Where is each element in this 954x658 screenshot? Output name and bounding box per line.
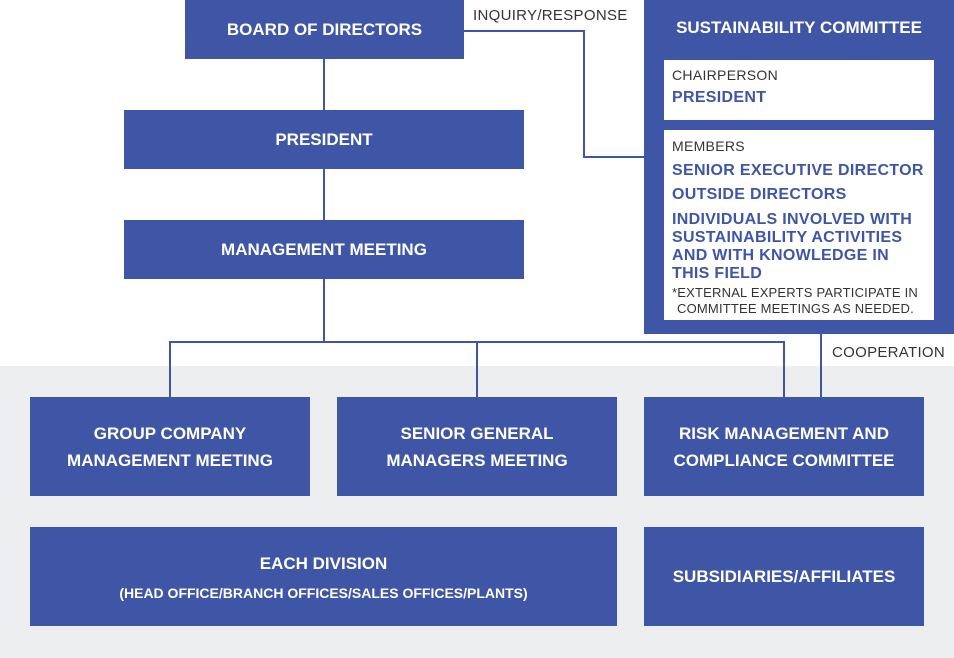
member-individuals-line4: THIS FIELD <box>672 265 763 282</box>
risk-label-line2: COMPLIANCE COMMITTEE <box>673 450 895 470</box>
connector-inquiry-response <box>464 30 644 158</box>
management-meeting-box: MANAGEMENT MEETING <box>124 220 524 279</box>
member-individuals-line2: SUSTAINABILITY ACTIVITIES <box>672 229 903 246</box>
member-senior-executive-director: SENIOR EXECUTIVE DIRECTOR <box>672 162 924 179</box>
sustainability-committee-title: SUSTAINABILITY COMMITTEE <box>676 18 922 37</box>
group-company-label-line1: GROUP COMPANY <box>93 423 247 443</box>
inquiry-response-label: INQUIRY/RESPONSE <box>473 7 628 24</box>
sustainability-committee-box: SUSTAINABILITY COMMITTEE CHAIRPERSON PRE… <box>644 0 954 334</box>
member-outside-directors: OUTSIDE DIRECTORS <box>672 186 847 203</box>
president-box: PRESIDENT <box>124 110 524 169</box>
each-division-box: EACH DIVISION (HEAD OFFICE/BRANCH OFFICE… <box>30 527 617 626</box>
members-panel: MEMBERS SENIOR EXECUTIVE DIRECTOR OUTSID… <box>664 130 934 320</box>
board-of-directors-box: BOARD OF DIRECTORS <box>185 0 464 59</box>
risk-compliance-committee-box: RISK MANAGEMENT AND COMPLIANCE COMMITTEE <box>644 397 924 496</box>
senior-gm-label-line2: MANAGERS MEETING <box>386 450 568 470</box>
each-division-sublabel: (HEAD OFFICE/BRANCH OFFICES/SALES OFFICE… <box>119 585 528 601</box>
cooperation-label: COOPERATION <box>832 344 946 361</box>
group-company-label-line2: MANAGEMENT MEETING <box>67 450 273 470</box>
chairperson-panel: CHAIRPERSON PRESIDENT <box>664 60 934 120</box>
external-experts-note-line1: *EXTERNAL EXPERTS PARTICIPATE IN <box>672 285 918 300</box>
senior-gm-label-line1: SENIOR GENERAL <box>400 423 554 443</box>
board-of-directors-label: BOARD OF DIRECTORS <box>226 20 423 39</box>
management-meeting-label: MANAGEMENT MEETING <box>221 240 427 259</box>
chairperson-value: PRESIDENT <box>672 89 767 106</box>
member-individuals-line1: INDIVIDUALS INVOLVED WITH <box>672 211 913 228</box>
senior-general-managers-meeting-box: SENIOR GENERAL MANAGERS MEETING <box>337 397 617 496</box>
president-label: PRESIDENT <box>275 130 373 149</box>
member-individuals-line3: AND WITH KNOWLEDGE IN <box>672 247 889 264</box>
subsidiaries-affiliates-box: SUBSIDIARIES/AFFILIATES <box>644 527 924 626</box>
external-experts-note-line2: COMMITTEE MEETINGS AS NEEDED. <box>677 301 914 316</box>
each-division-label: EACH DIVISION <box>259 554 388 573</box>
chairperson-caption: CHAIRPERSON <box>672 67 778 83</box>
members-caption: MEMBERS <box>672 138 745 154</box>
risk-label-line1: RISK MANAGEMENT AND <box>679 423 889 443</box>
group-company-management-meeting-box: GROUP COMPANY MANAGEMENT MEETING <box>30 397 310 496</box>
subsidiaries-label: SUBSIDIARIES/AFFILIATES <box>672 567 896 586</box>
